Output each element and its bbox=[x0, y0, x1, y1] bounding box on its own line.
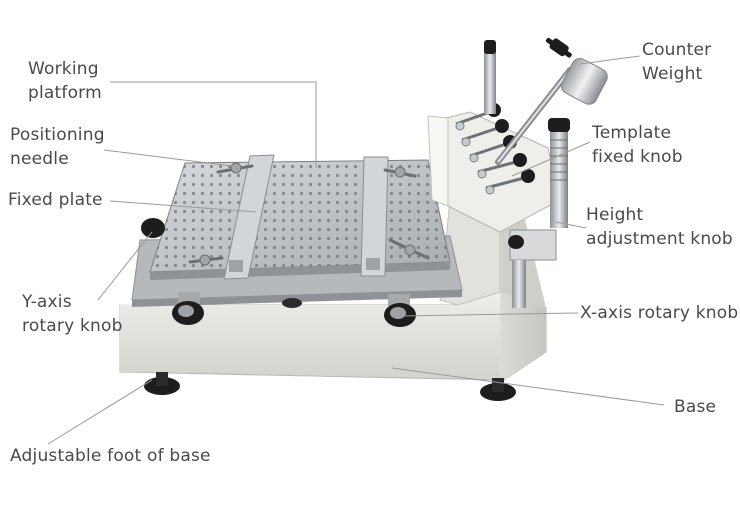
y-axis-knobs bbox=[141, 218, 416, 327]
leader-height-knob bbox=[555, 221, 587, 229]
leader-template-knob bbox=[511, 141, 591, 177]
label-working-platform: Working platform bbox=[28, 59, 102, 103]
leader-fixed-plate bbox=[109, 200, 257, 213]
label-positioning-needle: Positioning needle bbox=[10, 125, 105, 169]
leader-counter-weight bbox=[579, 55, 641, 65]
rear-guide-rod bbox=[484, 40, 496, 114]
label-counter-weight: Counter Weight bbox=[642, 40, 712, 84]
height-adjustment bbox=[508, 118, 570, 308]
label-y-axis-knob: Y-axis rotary knob bbox=[22, 292, 123, 336]
leader-adjustable-foot bbox=[47, 379, 153, 445]
label-template-knob: Template fixed knob bbox=[592, 123, 683, 167]
leader-x-axis-knob bbox=[399, 312, 579, 317]
leader-base bbox=[391, 367, 665, 406]
label-adjustable-foot: Adjustable foot of base bbox=[10, 446, 211, 466]
leader-y-axis-knob bbox=[97, 231, 153, 301]
leader-positioning-needle bbox=[103, 149, 233, 167]
clamp-bars bbox=[223, 154, 389, 280]
label-fixed-plate: Fixed plate bbox=[8, 190, 103, 210]
label-height-knob: Height adjustment knob bbox=[586, 205, 733, 249]
leader-working-platform bbox=[110, 81, 317, 168]
adjustable-feet bbox=[144, 372, 516, 401]
label-base: Base bbox=[674, 397, 717, 417]
counter-weight bbox=[495, 37, 608, 165]
label-x-axis-knob: X-axis rotary knob bbox=[580, 303, 739, 323]
